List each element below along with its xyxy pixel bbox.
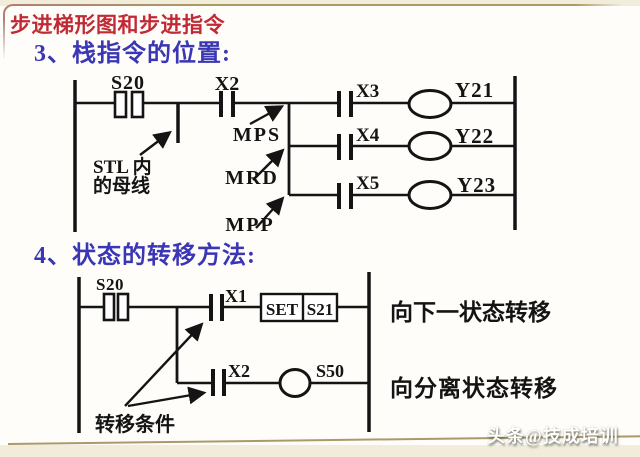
stl-contact-s20	[102, 292, 130, 322]
label-y22: Y22	[455, 124, 494, 148]
ladder-diagram-stack-instructions: S20 X2 X3 X4 X5 Y21 Y22 Y23 MPS MRD MPP …	[73, 72, 517, 235]
label-s20: S20	[111, 72, 145, 94]
arrow-condition-x2	[127, 386, 207, 408]
label-mrd: MRD	[225, 167, 279, 189]
main-title: 步进梯形图和步进指令	[10, 13, 225, 37]
stl-contact-s20	[113, 90, 145, 119]
coil-s50	[278, 368, 312, 398]
label-s20: S20	[96, 275, 124, 294]
frame-border-left	[3, 18, 5, 60]
arrow-mps	[249, 105, 285, 126]
label-y21: Y21	[455, 78, 494, 102]
label-x1: X1	[225, 286, 247, 306]
label-set: SET	[266, 300, 299, 319]
contact-x1	[209, 294, 224, 321]
contact-x5	[337, 183, 353, 209]
coil-y21	[407, 89, 453, 119]
arrow-mrd	[252, 148, 285, 181]
note-next-state: 向下一状态转移	[390, 299, 551, 325]
arrow-mpp	[255, 196, 285, 229]
frame-corner-top-left	[3, 4, 19, 20]
label-x2: X2	[215, 73, 239, 95]
stl-note-line2: 的母线	[93, 174, 150, 197]
note-split-state: 向分离状态转移	[390, 375, 558, 401]
coil-y22	[407, 131, 453, 161]
ladder-diagram-state-transfer: S20 X1 SET S21 X2 S50 向下一状态转移 向分离状态转移 转移…	[77, 272, 558, 436]
slide-panel	[0, 6, 640, 445]
coil-y23	[407, 180, 453, 210]
label-s50: S50	[316, 361, 344, 381]
arrow-condition-x1	[124, 322, 204, 407]
label-x2: X2	[228, 361, 250, 381]
contact-x4	[337, 134, 353, 160]
frame-border-top	[17, 4, 623, 6]
section3-heading: 3、栈指令的位置:	[34, 41, 231, 67]
label-s21: S21	[307, 300, 333, 319]
contact-x3	[337, 91, 353, 117]
contact-x2	[211, 369, 226, 396]
arrow-stl-bus	[139, 130, 172, 156]
note-transfer-condition: 转移条件	[95, 412, 175, 436]
label-x5: X5	[356, 173, 379, 194]
set-instruction-box	[259, 292, 339, 323]
watermark: 头条@技成培训	[487, 426, 619, 446]
label-x4: X4	[356, 125, 380, 146]
label-mps: MPS	[233, 124, 281, 146]
label-y23: Y23	[457, 173, 496, 197]
stl-note-line1: STL 内	[93, 155, 152, 178]
label-mpp: MPP	[225, 214, 274, 235]
label-x3: X3	[356, 81, 379, 102]
contact-x2	[219, 91, 235, 117]
section4-heading: 4、状态的转移方法:	[34, 243, 256, 269]
